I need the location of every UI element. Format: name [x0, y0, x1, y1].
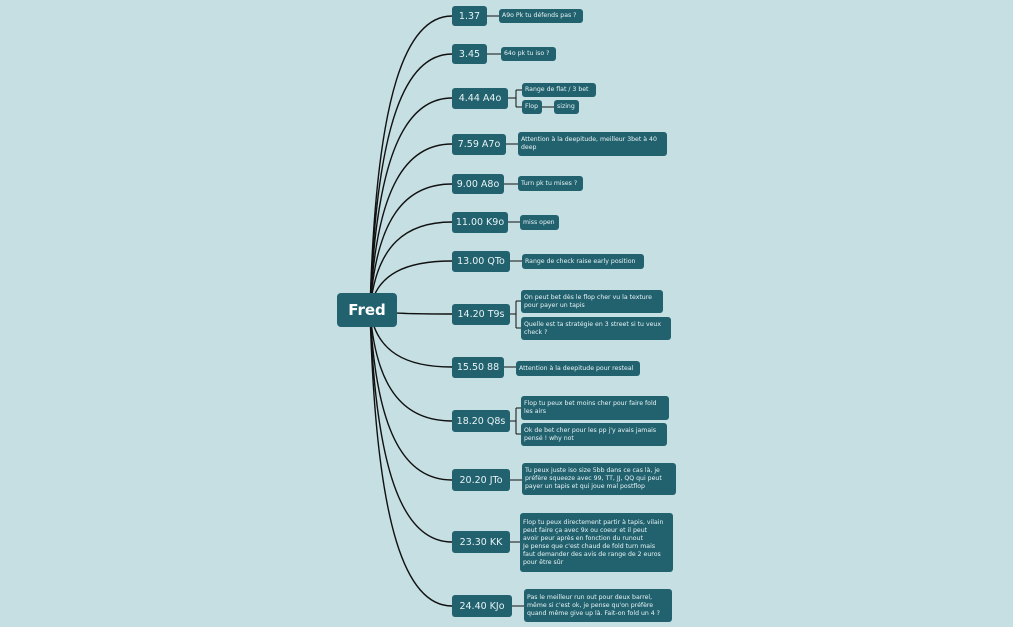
- note-node[interactable]: Range de flat / 3 bet: [522, 83, 596, 97]
- fork-link: [508, 89, 522, 108]
- note-node[interactable]: A9o Pk tu défends pas ?: [499, 9, 583, 23]
- note-node[interactable]: 64o pk tu iso ?: [501, 47, 556, 61]
- note-node[interactable]: On peut bet dès le flop cher vu la textu…: [521, 290, 663, 313]
- note-node[interactable]: Flop tu peux directement partir à tapis,…: [520, 513, 673, 572]
- branch-line: [369, 309, 453, 543]
- hand-node-8[interactable]: 14.20 T9s: [452, 304, 510, 325]
- branch-line: [369, 143, 453, 311]
- hand-node-10[interactable]: 18.20 Q8s: [452, 410, 510, 432]
- hand-node-4[interactable]: 7.59 A7o: [452, 134, 506, 155]
- hand-node-2[interactable]: 3.45: [452, 44, 487, 64]
- note-node[interactable]: Quelle est ta stratégie en 3 street si t…: [521, 317, 671, 340]
- branch-line: [369, 15, 453, 311]
- note-node[interactable]: Attention à la deepitude pour resteal: [516, 361, 640, 376]
- branch-line: [369, 183, 453, 311]
- note-node[interactable]: Tu peux juste iso size 5bb dans ce cas l…: [522, 463, 676, 495]
- hand-node-5[interactable]: 9.00 A8o: [452, 174, 504, 194]
- branch-line: [369, 309, 453, 481]
- branch-line: [369, 53, 453, 311]
- hand-node-9[interactable]: 15.50 88: [452, 357, 504, 378]
- branch-line: [369, 309, 453, 422]
- branch-line: [369, 97, 453, 311]
- root-node[interactable]: Fred: [337, 293, 397, 327]
- note-node[interactable]: Range de check raise early position: [522, 254, 644, 269]
- hand-node-7[interactable]: 13.00 QTo: [452, 251, 510, 272]
- note-node[interactable]: Flop tu peux bet moins cher pour faire f…: [521, 396, 669, 420]
- note-node[interactable]: Turn pk tu mises ?: [518, 176, 583, 191]
- note-node[interactable]: Flop: [522, 100, 542, 114]
- note-node[interactable]: Attention à la deepitude, meilleur 3bet …: [518, 132, 667, 156]
- note-node[interactable]: Ok de bet cher pour les pp j'y avais jam…: [521, 423, 667, 446]
- fork-link: [510, 300, 521, 329]
- hand-node-6[interactable]: 11.00 K9o: [452, 212, 508, 233]
- note-node[interactable]: miss open: [520, 215, 559, 230]
- hand-node-12[interactable]: 23.30 KK: [452, 531, 510, 553]
- note-node[interactable]: Pas le meilleur run out pour deux barrel…: [524, 589, 672, 622]
- hand-node-11[interactable]: 20.20 JTo: [452, 469, 510, 491]
- branch-line: [369, 309, 453, 607]
- fork-link: [510, 407, 521, 435]
- hand-node-3[interactable]: 4.44 A4o: [452, 88, 508, 109]
- branch-line: [369, 221, 453, 311]
- hand-node-13[interactable]: 24.40 KJo: [452, 595, 512, 617]
- hand-node-1[interactable]: 1.37: [452, 6, 487, 26]
- note-node[interactable]: sizing: [554, 100, 579, 114]
